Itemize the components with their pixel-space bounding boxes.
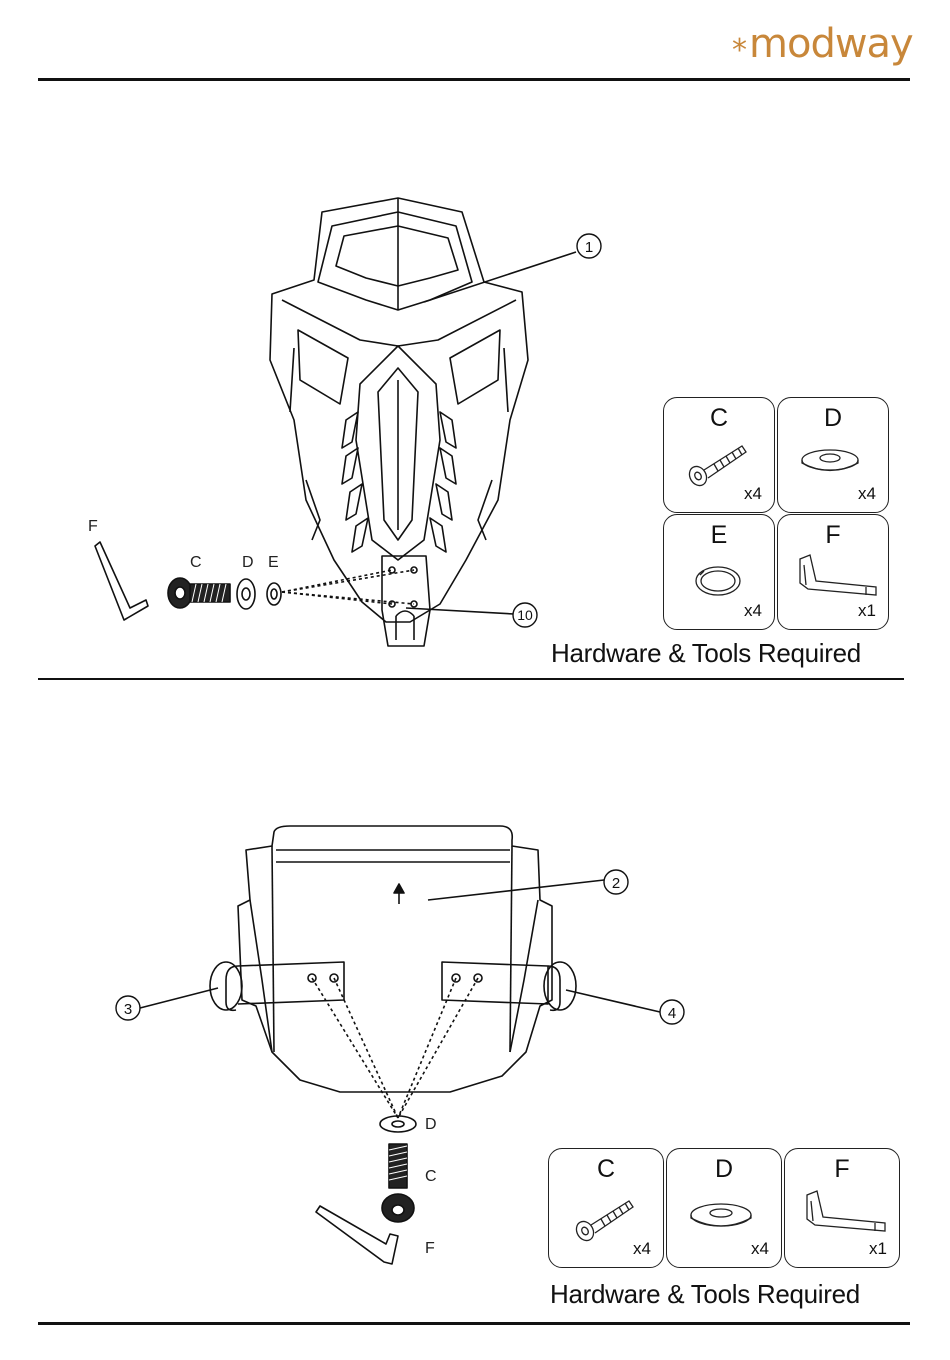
callout-3: 3 (124, 1001, 132, 1018)
part-label-c-step2: C (425, 1168, 437, 1186)
armrest-bracket-left (238, 962, 344, 1004)
armrest-bracket-right (442, 962, 548, 1004)
card-qty: x1 (869, 1239, 887, 1259)
card-qty: x4 (633, 1239, 651, 1259)
part-label-d-step2: D (425, 1116, 437, 1134)
footer-rule (38, 1322, 910, 1325)
hardware-card-d-step2: D x4 (666, 1148, 782, 1268)
card-qty: x4 (751, 1239, 769, 1259)
hardware-card-c-step2: C x4 (548, 1148, 664, 1268)
seat-outline (238, 826, 552, 1092)
callout-2: 2 (612, 875, 620, 892)
part-label-f-step2: F (425, 1240, 435, 1258)
hardware-title-step2: Hardware & Tools Required (550, 1279, 860, 1310)
washer-d-step2 (380, 1116, 416, 1132)
callout-4: 4 (668, 1005, 676, 1022)
hardware-card-f-step2: F x1 (784, 1148, 900, 1268)
